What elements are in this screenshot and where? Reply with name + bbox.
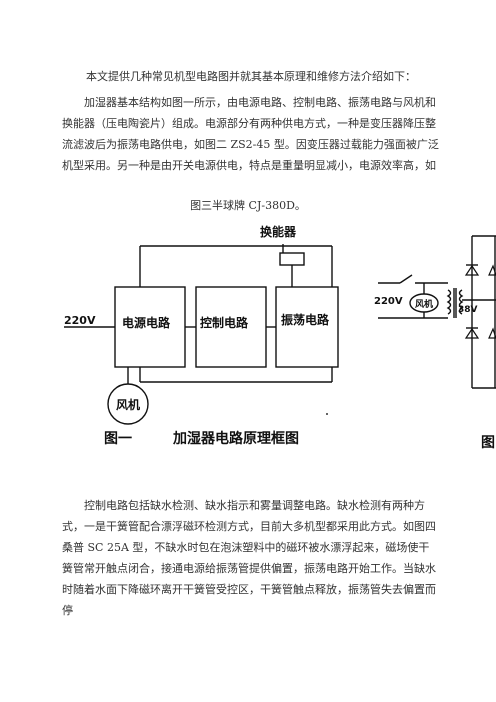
intro-paragraph: 本文提供几种常见机型电路图并就其基本原理和维修方法介绍如下： [86, 70, 416, 83]
transducer-label: 换能器 [260, 224, 297, 239]
paragraph-2: 控制电路包括缺水检测、缺水指示和雾量调整电路。缺水检测有两种方式，一是干簧管配合… [62, 499, 436, 617]
input-voltage-label: 220V [64, 314, 96, 327]
paragraph-1: 加湿器基本结构如图一所示，由电源电路、控制电路、振荡电路与风机和换能器（压电陶瓷… [62, 96, 439, 172]
fig2-secondary-voltage: 38V [458, 305, 478, 315]
oscillator-circuit-label: 振荡电路 [281, 312, 330, 327]
figure-1-caption-number: 图一 [104, 431, 132, 447]
fan-symbol [107, 383, 149, 425]
figure-2-diagram: 220V 风机 38V 图 [374, 235, 496, 451]
fig2-input-voltage: 220V [374, 296, 403, 307]
fan-label: 风机 [116, 397, 140, 412]
figure-1-diagram: 换能器 电源电路 控制电路 振荡电路 220V 风机 图一 加湿器电路原理框图 [64, 224, 339, 447]
power-circuit-label: 电源电路 [122, 315, 171, 330]
figure-1-caption-title: 加湿器电路原理框图 [172, 430, 299, 447]
fig2-fan-label: 风机 [415, 298, 433, 310]
figure-2-caption-fragment: 图 [481, 435, 495, 451]
paragraph-1-tail: 图三半球牌 CJ-380D。 [190, 199, 306, 212]
control-circuit-label: 控制电路 [200, 315, 249, 330]
